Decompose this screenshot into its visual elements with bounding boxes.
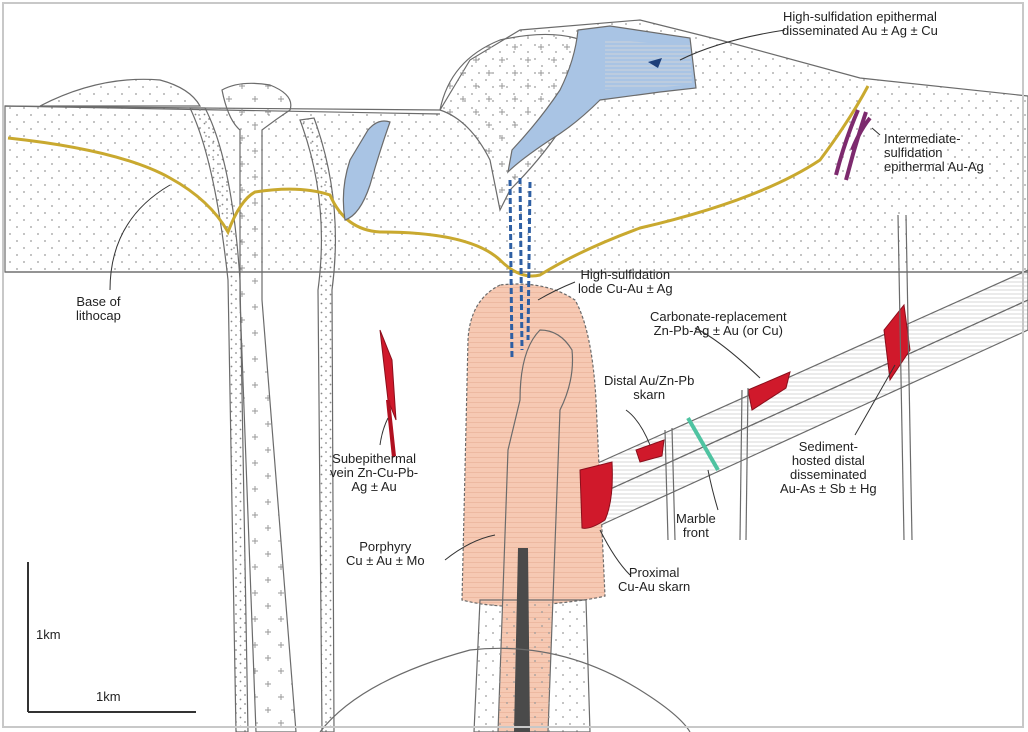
hs-lithocap-inner-stripes (605, 40, 692, 90)
left-dome (40, 79, 200, 106)
label-hs-disseminated: High-sulfidation epithermal disseminated… (782, 10, 938, 38)
label-subepithermal-vein: Subepithermal vein Zn-Cu-Pb- Ag ± Au (330, 452, 418, 494)
label-scale-vertical: 1km (36, 628, 61, 642)
porphyry-lower-stem (474, 600, 590, 732)
label-is-epithermal: Intermediate- sulfidation epithermal Au-… (884, 132, 984, 174)
label-proximal-skarn: Proximal Cu-Au skarn (618, 566, 690, 594)
label-porphyry: Porphyry Cu ± Au ± Mo (346, 540, 425, 568)
label-scale-horizontal: 1km (96, 690, 121, 704)
label-base-lithocap: Base of lithocap (76, 295, 121, 323)
label-hs-lode: High-sulfidation lode Cu-Au ± Ag (578, 268, 673, 296)
label-sediment-hosted: Sediment- hosted distal disseminated Au-… (780, 440, 877, 496)
label-distal-skarn: Distal Au/Zn-Pb skarn (604, 374, 694, 402)
label-carbonate-replacement: Carbonate-replacement Zn-Pb-Ag ± Au (or … (650, 310, 787, 338)
label-marble-front: Marble front (676, 512, 716, 540)
